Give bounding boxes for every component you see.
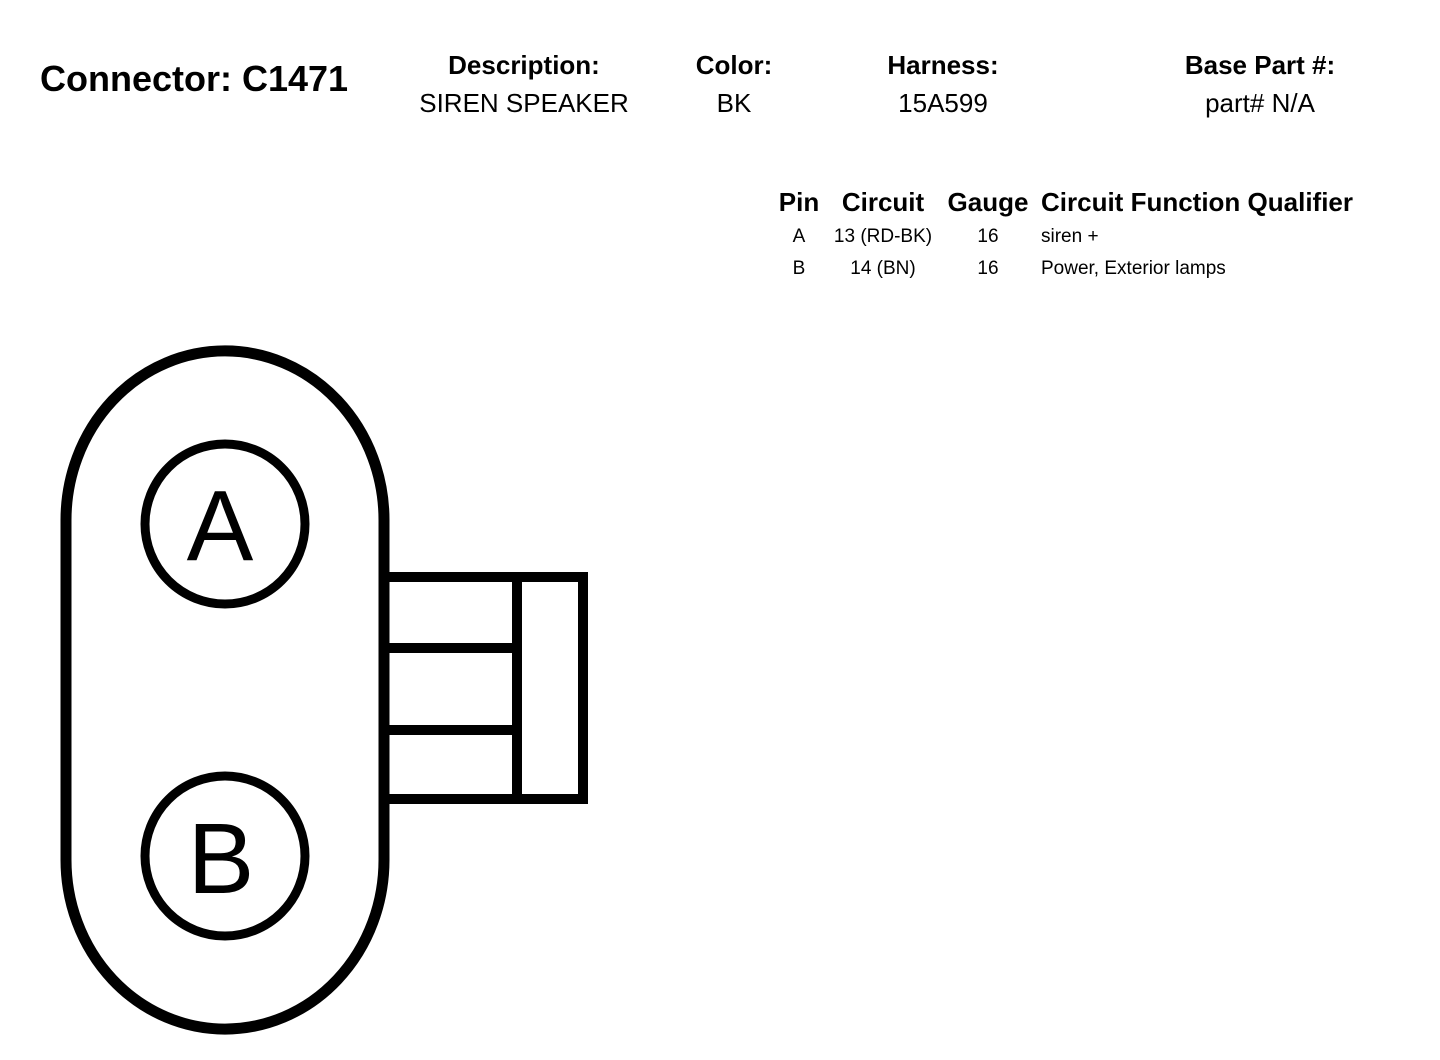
- harness-value: 15A599: [898, 88, 988, 118]
- harness-label: Harness:: [887, 50, 999, 80]
- pin-cell: A: [792, 226, 806, 247]
- base-part-label: Base Part #:: [1184, 50, 1336, 80]
- pin-b-circle: [140, 771, 310, 941]
- pin-a-label: A: [187, 470, 254, 582]
- pin-b-label: B: [188, 803, 255, 915]
- description-label: Description:: [448, 50, 600, 80]
- function-column-header: Circuit Function Qualifier: [1041, 187, 1354, 217]
- circuit-column-header: Circuit: [841, 187, 925, 217]
- color-value: BK: [716, 88, 752, 118]
- locking-tab: [386, 572, 588, 804]
- gauge-column-header: Gauge: [947, 187, 1029, 217]
- connector-title: Connector: C1471: [40, 58, 349, 99]
- function-cell: siren +: [1041, 226, 1099, 247]
- connector-body-outline: [60, 345, 390, 1035]
- pin-cell: B: [792, 258, 806, 279]
- gauge-cell: 16: [977, 226, 999, 247]
- pin-column-header: Pin: [778, 187, 820, 217]
- base-part-value: part# N/A: [1205, 88, 1315, 118]
- function-cell: Power, Exterior lamps: [1041, 258, 1226, 279]
- gauge-cell: 16: [977, 258, 999, 279]
- circuit-cell: 13 (RD-BK): [833, 226, 933, 247]
- pin-a-circle: [140, 439, 310, 609]
- circuit-cell: 14 (BN): [850, 258, 916, 279]
- description-value: SIREN SPEAKER: [419, 88, 629, 118]
- color-label: Color:: [695, 50, 773, 80]
